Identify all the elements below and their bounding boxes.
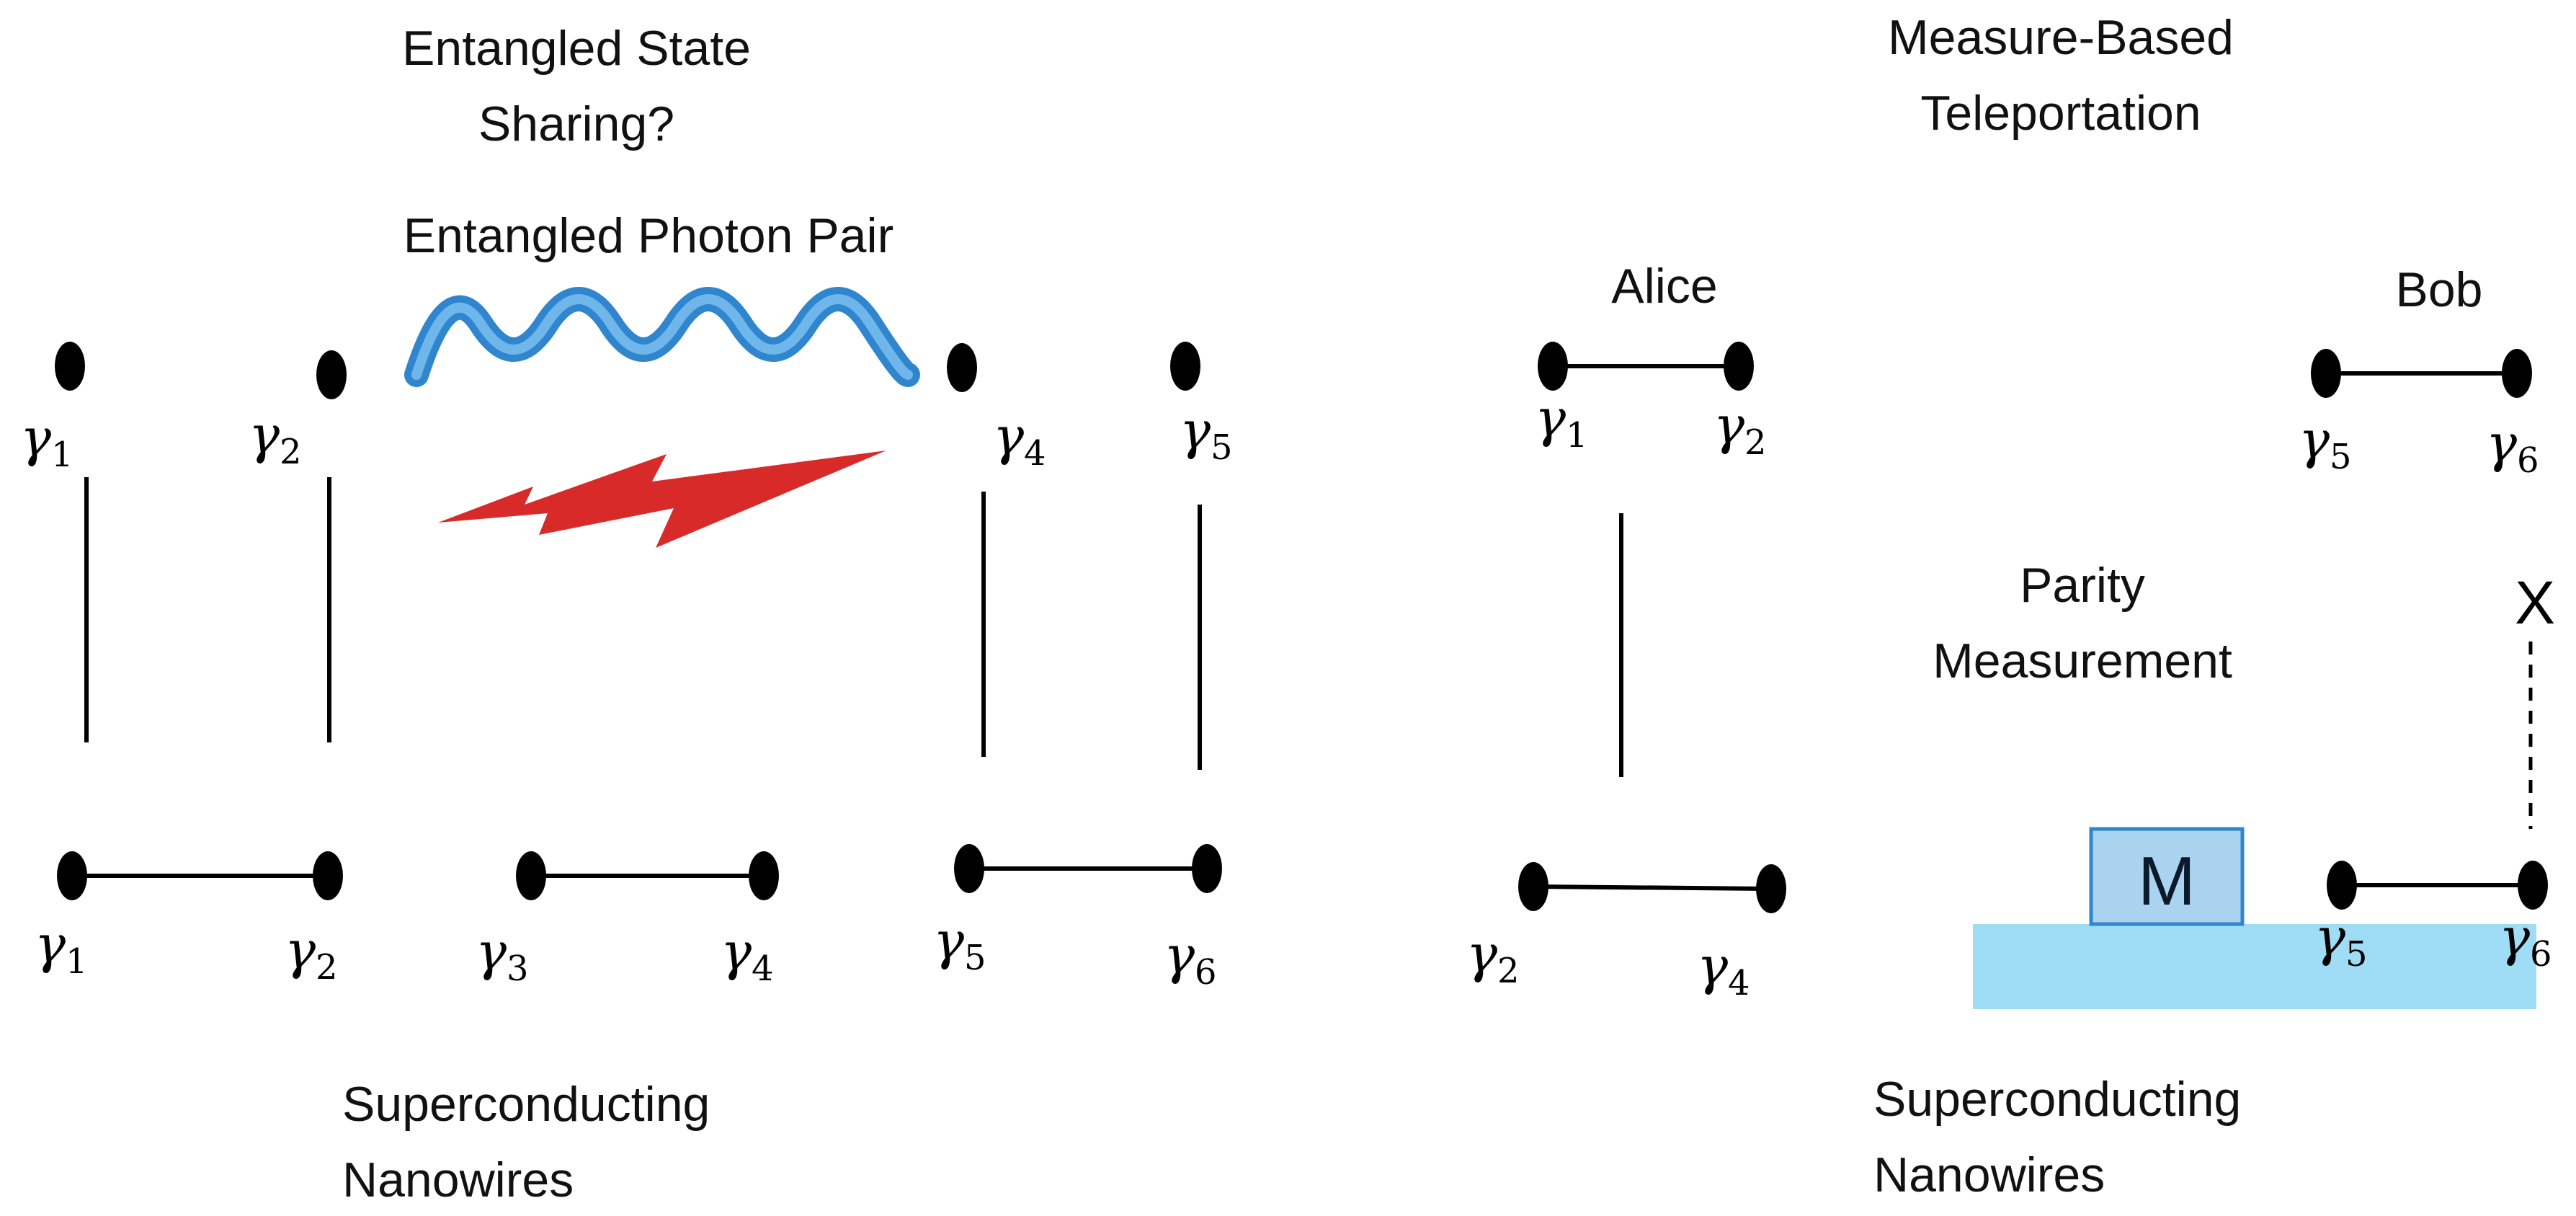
gamma-label: γ6 <box>1164 925 1217 993</box>
dot <box>947 343 977 392</box>
left-bottom-labels: γ1 γ2 γ3 γ4 γ5 γ6 <box>35 910 1217 993</box>
gamma-label: γ1 <box>35 914 88 982</box>
measurement-box <box>2089 827 2245 926</box>
parity-label-line2: Measurement <box>1933 634 2232 688</box>
gamma-label: γ5 <box>933 910 986 978</box>
measured-labels: γ5 γ6 <box>2314 907 2552 975</box>
left-vertical-lines <box>84 477 1202 770</box>
dot <box>1170 342 1200 391</box>
gamma-label: γ2 <box>285 920 338 988</box>
gamma-label: γ4 <box>1697 936 1750 1003</box>
nanowire-bar <box>1973 924 2536 1009</box>
measurement-box-label: M <box>2138 843 2196 920</box>
parity-label-line1: Parity <box>2020 558 2145 613</box>
x-marker: X <box>2515 569 2555 636</box>
left-nanowire-2 <box>516 851 779 900</box>
left-top-dots <box>55 342 1200 399</box>
right-title-line2: Teleportation <box>1920 86 2201 141</box>
gamma-label: γ5 <box>2299 409 2352 477</box>
photon-wave-icon <box>404 287 920 387</box>
left-top-labels: γ1 γ2 γ4 γ5 <box>20 400 1233 475</box>
right-bottom-label-line2: Nanowires <box>1873 1148 2105 1202</box>
alice-bottom-labels: γ2 γ4 <box>1466 923 1750 1003</box>
alice-nanowire-top <box>1538 342 1754 391</box>
gamma-label: γ2 <box>1466 923 1520 991</box>
gamma-label: γ3 <box>476 921 529 989</box>
left-nanowire-1 <box>57 851 343 900</box>
left-title-line1: Entangled State <box>402 21 751 76</box>
alice-nanowire-bottom <box>1518 862 1786 913</box>
lightning-bolt-icon <box>438 451 886 548</box>
bob-labels: γ5 γ6 <box>2299 409 2539 481</box>
photon-pair-label: Entangled Photon Pair <box>404 208 894 263</box>
measured-nanowire <box>2327 861 2548 910</box>
right-bottom-label-line1: Superconducting <box>1873 1072 2241 1127</box>
gamma-label: γ5 <box>2314 907 2368 975</box>
gamma-label: γ6 <box>2486 413 2539 481</box>
left-bottom-label-line1: Superconducting <box>342 1077 710 1132</box>
left-bottom-label-line2: Nanowires <box>342 1153 574 1207</box>
bob-label: Bob <box>2396 262 2483 317</box>
alice-top-labels: γ1 γ2 <box>1535 388 1767 463</box>
right-title-line1: Measure-Based <box>1888 10 2234 65</box>
dot <box>55 342 85 391</box>
gamma-label: γ2 <box>249 404 302 472</box>
alice-label: Alice <box>1611 259 1717 314</box>
gamma-label: γ6 <box>2499 907 2552 975</box>
gamma-label: γ5 <box>1180 400 1233 468</box>
gamma-label: γ2 <box>1713 395 1767 463</box>
gamma-label: γ4 <box>993 406 1046 474</box>
left-nanowire-3 <box>954 844 1222 893</box>
bob-nanowire <box>2311 349 2532 398</box>
gamma-label: γ1 <box>20 407 73 475</box>
gamma-label: γ1 <box>1535 388 1588 456</box>
dot <box>316 350 347 399</box>
left-title-line2: Sharing? <box>478 97 674 151</box>
gamma-label: γ4 <box>721 921 774 989</box>
